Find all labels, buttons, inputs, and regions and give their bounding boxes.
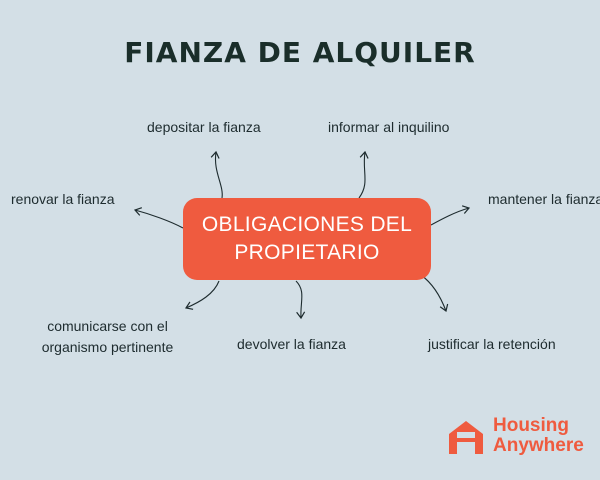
label-devolver: devolver la fianza bbox=[237, 336, 346, 352]
brand-line-1: Housing bbox=[493, 415, 569, 436]
label-comunicarse: comunicarse con el organismo pertinente bbox=[20, 316, 195, 358]
page-title: FIANZA DE ALQUILER bbox=[124, 36, 476, 69]
center-node: OBLIGACIONES DEL PROPIETARIO bbox=[183, 198, 431, 280]
arrow-comunicarse bbox=[185, 280, 220, 310]
label-informar: informar al inquilino bbox=[328, 119, 450, 135]
label-comunicarse-line-1: comunicarse con el bbox=[47, 318, 168, 334]
arrow-depositar bbox=[210, 150, 223, 199]
arrow-informar bbox=[358, 150, 369, 199]
housinganywhere-logo: Housing Anywhere bbox=[446, 416, 600, 460]
label-justificar: justificar la retención bbox=[428, 336, 556, 352]
arrow-devolver bbox=[295, 280, 306, 320]
label-renovar: renovar la fianza bbox=[11, 191, 115, 207]
arrow-renovar bbox=[133, 207, 184, 229]
label-mantener: mantener la fianza bbox=[488, 191, 600, 207]
center-line-2: PROPIETARIO bbox=[234, 241, 380, 264]
brand-line-2: Anywhere bbox=[493, 435, 584, 456]
label-depositar: depositar la fianza bbox=[147, 119, 261, 135]
center-line-1: OBLIGACIONES DEL bbox=[201, 213, 413, 236]
label-comunicarse-line-2: organismo pertinente bbox=[41, 339, 174, 355]
arrow-mantener bbox=[430, 205, 471, 226]
arrow-justificar bbox=[420, 274, 449, 313]
house-h-icon bbox=[449, 421, 483, 454]
